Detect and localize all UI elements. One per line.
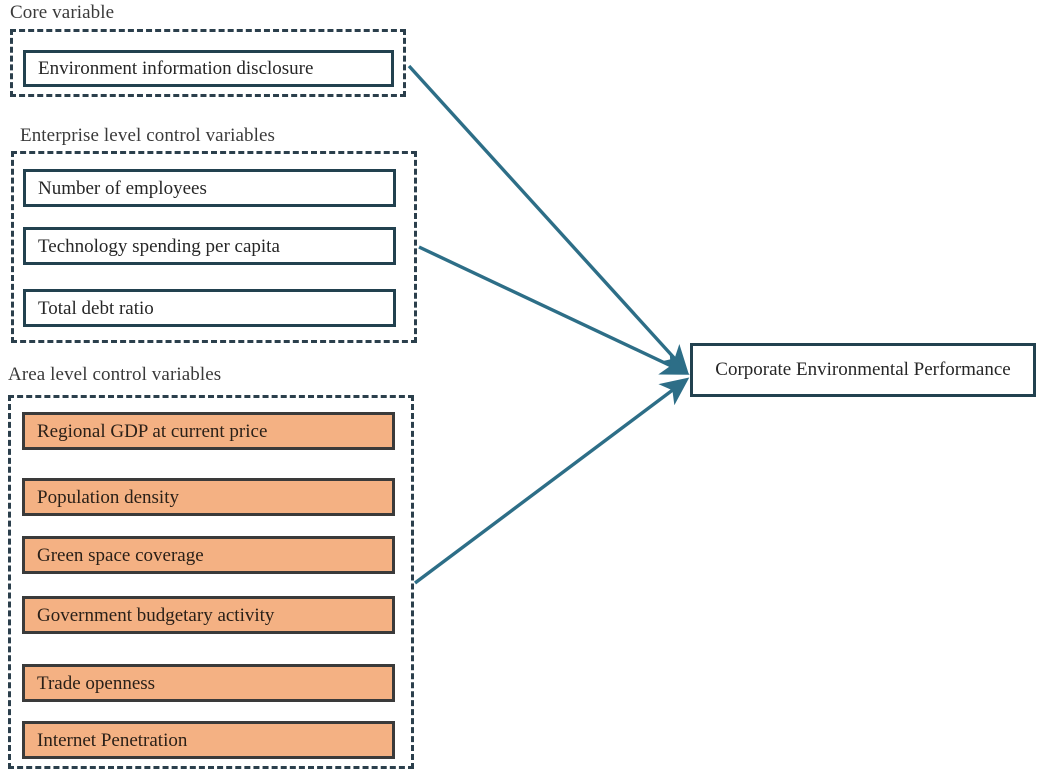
variable-box-technology-spending-per-capita[interactable]: Technology spending per capita: [23, 227, 396, 265]
group-label-core: Core variable: [10, 2, 115, 23]
variable-label: Internet Penetration: [37, 729, 188, 751]
variable-label: Population density: [37, 486, 179, 508]
variable-box-environment-information-disclosure[interactable]: Environment information disclosure: [23, 50, 394, 87]
group-box-area: [8, 395, 414, 769]
variable-label: Regional GDP at current price: [37, 420, 268, 442]
arrow-core-to-outcome: [407, 64, 689, 375]
group-label-enterprise: Enterprise level control variables: [20, 125, 276, 146]
variable-label: Technology spending per capita: [38, 235, 280, 257]
arrow-enterprise-to-outcome: [418, 245, 690, 375]
group-box-enterprise: [11, 151, 417, 343]
variable-label: Government budgetary activity: [37, 604, 275, 626]
variable-box-population-density[interactable]: Population density: [22, 478, 395, 516]
variable-box-total-debt-ratio[interactable]: Total debt ratio: [23, 289, 396, 327]
variable-label: Green space coverage: [37, 544, 204, 566]
variable-box-number-of-employees[interactable]: Number of employees: [23, 169, 396, 207]
variable-box-internet-penetration[interactable]: Internet Penetration: [22, 721, 395, 759]
variable-label: Total debt ratio: [38, 297, 154, 319]
variable-box-regional-gdp-at-current-price[interactable]: Regional GDP at current price: [22, 412, 395, 450]
variable-label: Environment information disclosure: [38, 58, 314, 79]
arrow-area-to-outcome: [413, 377, 690, 585]
group-box-core: [10, 29, 406, 97]
variable-label: Number of employees: [38, 177, 207, 199]
variable-box-green-space-coverage[interactable]: Green space coverage: [22, 536, 395, 574]
group-label-area: Area level control variables: [8, 364, 222, 385]
outcome-label: Corporate Environmental Performance: [715, 359, 1011, 380]
variable-box-government-budgetary-activity[interactable]: Government budgetary activity: [22, 596, 395, 634]
variable-label: Trade openness: [37, 672, 156, 694]
variable-box-trade-openness[interactable]: Trade openness: [22, 664, 395, 702]
outcome-box-corporate-environmental-performance[interactable]: Corporate Environmental Performance: [690, 343, 1036, 397]
